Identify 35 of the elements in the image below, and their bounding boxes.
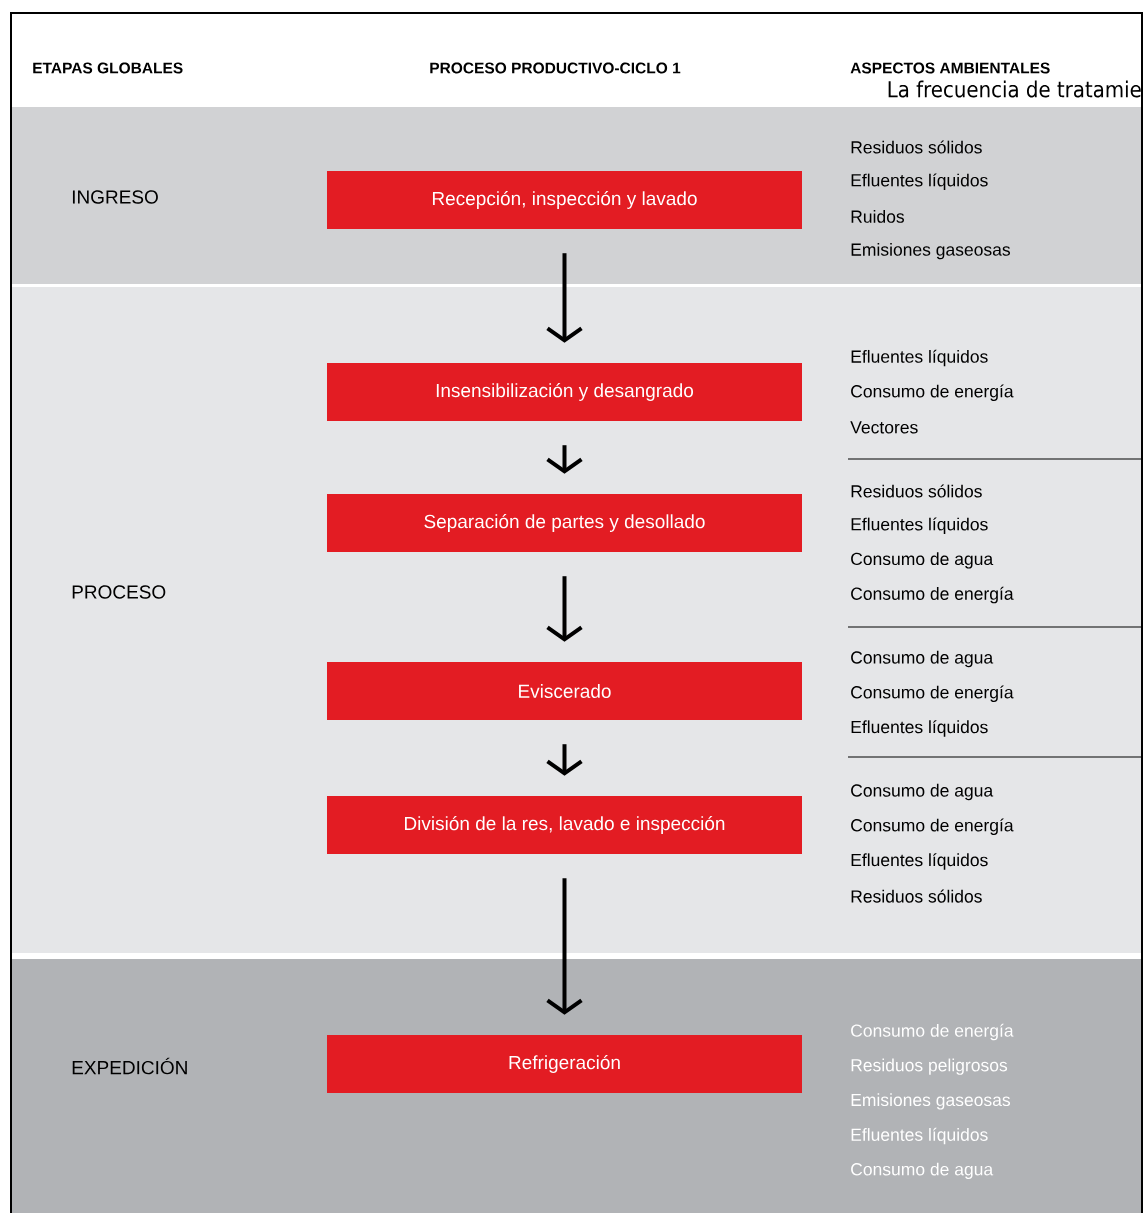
- aspect-item: Residuos sólidos: [851, 484, 982, 498]
- aspect-item: Efluentes líquidos: [851, 720, 988, 737]
- aspect-item: Efluentes líquidos: [851, 853, 988, 870]
- aspect-item: Efluentes líquidos: [851, 1127, 988, 1145]
- arrow: [546, 253, 583, 343]
- aspect-item: Consumo de energía: [851, 818, 1014, 835]
- aspect-item: Consumo de energía: [851, 586, 1014, 604]
- aspect-item: Consumo de agua: [851, 783, 994, 801]
- process-box: Insensibilización y desangrado: [327, 363, 802, 421]
- column-header: PROCESO PRODUCTIVO-CICLO 1: [430, 62, 681, 74]
- arrow: [546, 878, 583, 1015]
- aspect-item: Efluentes líquidos: [851, 349, 988, 367]
- process-box: División de la res, lavado e inspección: [327, 796, 802, 854]
- aspect-item: Emisiones gaseosas: [851, 1093, 1011, 1110]
- aspect-item: Ruidos: [851, 210, 905, 223]
- aspect-item: Residuos peligrosos: [851, 1058, 1008, 1075]
- column-header: ASPECTOS AMBIENTALES: [850, 62, 1050, 74]
- aspect-item: Emisiones gaseosas: [851, 242, 1011, 260]
- aspect-item: Consumo de energía: [851, 1023, 1014, 1041]
- process-box: Recepción, inspección y lavado: [327, 171, 802, 229]
- aspect-item: Consumo de agua: [851, 552, 994, 569]
- aspect-item: Consumo de energía: [851, 685, 1014, 702]
- process-box: Separación de partes y desollado: [327, 494, 802, 552]
- process-box: Eviscerado: [327, 662, 802, 720]
- aspect-item: Consumo de agua: [851, 650, 994, 668]
- column-header: ETAPAS GLOBALES: [33, 62, 183, 74]
- aspect-item: Efluentes líquidos: [851, 173, 988, 190]
- overlay-text: La frecuencia de tratamie: [888, 80, 1141, 98]
- aspect-item: Consumo de energía: [851, 384, 1014, 401]
- aspect-item: Consumo de agua: [851, 1162, 994, 1179]
- aspect-item: Residuos sólidos: [851, 140, 982, 154]
- aspect-item: Vectores: [850, 421, 918, 434]
- process-box: Refrigeración: [327, 1035, 802, 1093]
- aspect-item: Efluentes líquidos: [851, 517, 988, 534]
- aspect-item: Residuos sólidos: [851, 889, 982, 903]
